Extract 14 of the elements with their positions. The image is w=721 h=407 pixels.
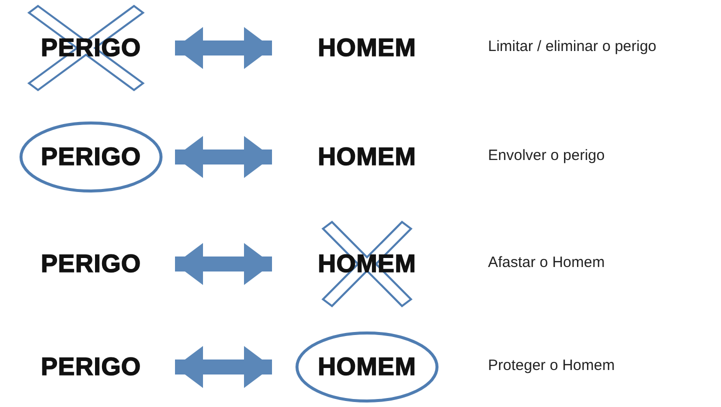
node-label: HOMEM: [318, 142, 416, 172]
double-arrow: [175, 136, 272, 178]
double-arrow: [175, 27, 272, 69]
action-text: Envolver o perigo: [488, 147, 605, 164]
action-text: Afastar o Homem: [488, 254, 605, 271]
node-label: PERIGO: [40, 352, 142, 382]
action-text: Limitar / eliminar o perigo: [488, 38, 656, 55]
double-arrow: [175, 243, 272, 285]
node-label: HOMEM: [318, 34, 416, 62]
node-label: PERIGO: [40, 250, 142, 278]
action-text: Proteger o Homem: [488, 357, 615, 374]
double-arrow: [175, 346, 272, 388]
node-label: PERIGO: [40, 142, 142, 172]
node-label: HOMEM: [318, 352, 416, 382]
